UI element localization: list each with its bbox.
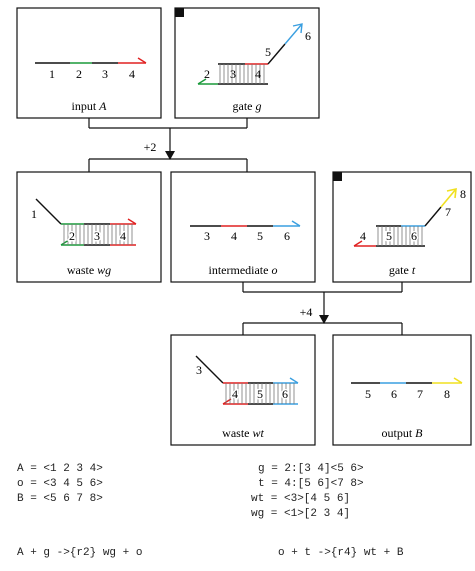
panel-waste-wg: 1 2 3 4 waste wg [16, 171, 162, 283]
strand-domain-8 [440, 188, 457, 208]
panel-gate-t: 4 5 6 7 8 gate t [332, 171, 472, 283]
corner-marker [333, 172, 342, 181]
panel-input-a: 1 2 3 4 input A [16, 7, 162, 119]
reaction-left: A + g ->{r2} wg + o [17, 547, 143, 559]
domain-label: 6 [282, 387, 288, 401]
panel-intermediate-o: 3 4 5 6 intermediate o [170, 171, 316, 283]
domain-label: 6 [391, 387, 397, 401]
domain-label: 4 [232, 387, 238, 401]
domain-label: 6 [411, 229, 417, 243]
domain-label: 5 [386, 229, 392, 243]
arrow-down-icon [165, 151, 175, 160]
domain-label: 1 [31, 207, 37, 221]
domain-label: 3 [196, 363, 202, 377]
domain-label: 4 [360, 229, 366, 243]
reaction-connector-1 [88, 118, 248, 172]
strand-arrowhead [197, 78, 207, 85]
base-pair-rungs [377, 226, 423, 246]
reaction-rate-label: +4 [300, 305, 313, 319]
panel-frame [170, 334, 316, 446]
domain-label: 6 [305, 29, 311, 43]
base-pair-rungs [225, 383, 295, 404]
panel-caption: waste wt [222, 426, 264, 440]
panel-caption: waste wg [67, 263, 111, 277]
strand-arrowhead [137, 57, 147, 64]
species-right-1: g = 2:[3 4]<5 6> [258, 463, 364, 475]
strand-arrowhead [453, 377, 463, 384]
species-left-2: o = <3 4 5 6> [17, 478, 103, 490]
domain-label: 6 [284, 229, 290, 243]
panel-caption: gate t [389, 263, 416, 277]
panel-caption: gate g [233, 99, 262, 113]
domain-label: 3 [230, 67, 236, 81]
species-right-4: wg = <1>[2 3 4] [251, 508, 351, 520]
panel-waste-wt: 3 4 5 6 waste wt [170, 334, 316, 446]
domain-label: 5 [257, 229, 263, 243]
panel-caption: input A [71, 99, 107, 113]
species-right-2: t = 4:[5 6]<7 8> [258, 478, 364, 490]
domain-label: 7 [445, 205, 451, 219]
panel-output-b: 5 6 7 8 output B [332, 334, 472, 446]
strand-domain-7 [424, 206, 442, 227]
species-right-3: wt = <3>[4 5 6] [251, 493, 351, 505]
domain-label: 8 [460, 187, 466, 201]
reaction-connector-2 [242, 282, 403, 335]
strand-domain-3 [195, 355, 224, 384]
reaction-rate-label: +2 [144, 140, 157, 154]
panel-frame [16, 171, 162, 283]
domain-label: 2 [76, 67, 82, 81]
species-left-3: B = <5 6 7 8> [17, 493, 103, 505]
species-left-1: A = <1 2 3 4> [17, 463, 103, 475]
domain-label: 5 [257, 387, 263, 401]
domain-label: 4 [255, 67, 261, 81]
domain-label: 5 [265, 45, 271, 59]
strand-domain-6 [284, 23, 303, 45]
arrow-down-icon [319, 315, 329, 324]
panel-caption: intermediate o [209, 263, 278, 277]
domain-label: 4 [120, 229, 126, 243]
panel-frame [170, 171, 316, 283]
strand-arrowhead [127, 218, 137, 225]
strand-arrowhead [353, 240, 363, 247]
domain-label: 2 [69, 229, 75, 243]
corner-marker [175, 8, 184, 17]
panel-caption: output B [381, 426, 423, 440]
domain-label: 3 [204, 229, 210, 243]
domain-label: 1 [49, 67, 55, 81]
domain-label: 4 [231, 229, 237, 243]
domain-label: 4 [129, 67, 135, 81]
strand-arrowhead [289, 377, 299, 384]
strand-arrowhead [446, 187, 457, 199]
domain-label: 7 [417, 387, 423, 401]
domain-label: 3 [94, 229, 100, 243]
reaction-right: o + t ->{r4} wt + B [278, 547, 404, 559]
strand-arrowhead [292, 23, 303, 34]
panel-frame [174, 7, 320, 119]
base-pair-rungs [63, 224, 133, 245]
domain-label: 8 [444, 387, 450, 401]
strand-domain-1 [35, 198, 62, 225]
panel-gate-g: 2 3 4 5 6 gate g [174, 7, 320, 119]
domain-label: 3 [102, 67, 108, 81]
base-pair-rungs [219, 64, 265, 84]
panel-frame [332, 334, 472, 446]
domain-label: 5 [365, 387, 371, 401]
strand-arrowhead [291, 220, 301, 227]
strand-domain-5 [267, 43, 286, 65]
domain-label: 2 [204, 67, 210, 81]
